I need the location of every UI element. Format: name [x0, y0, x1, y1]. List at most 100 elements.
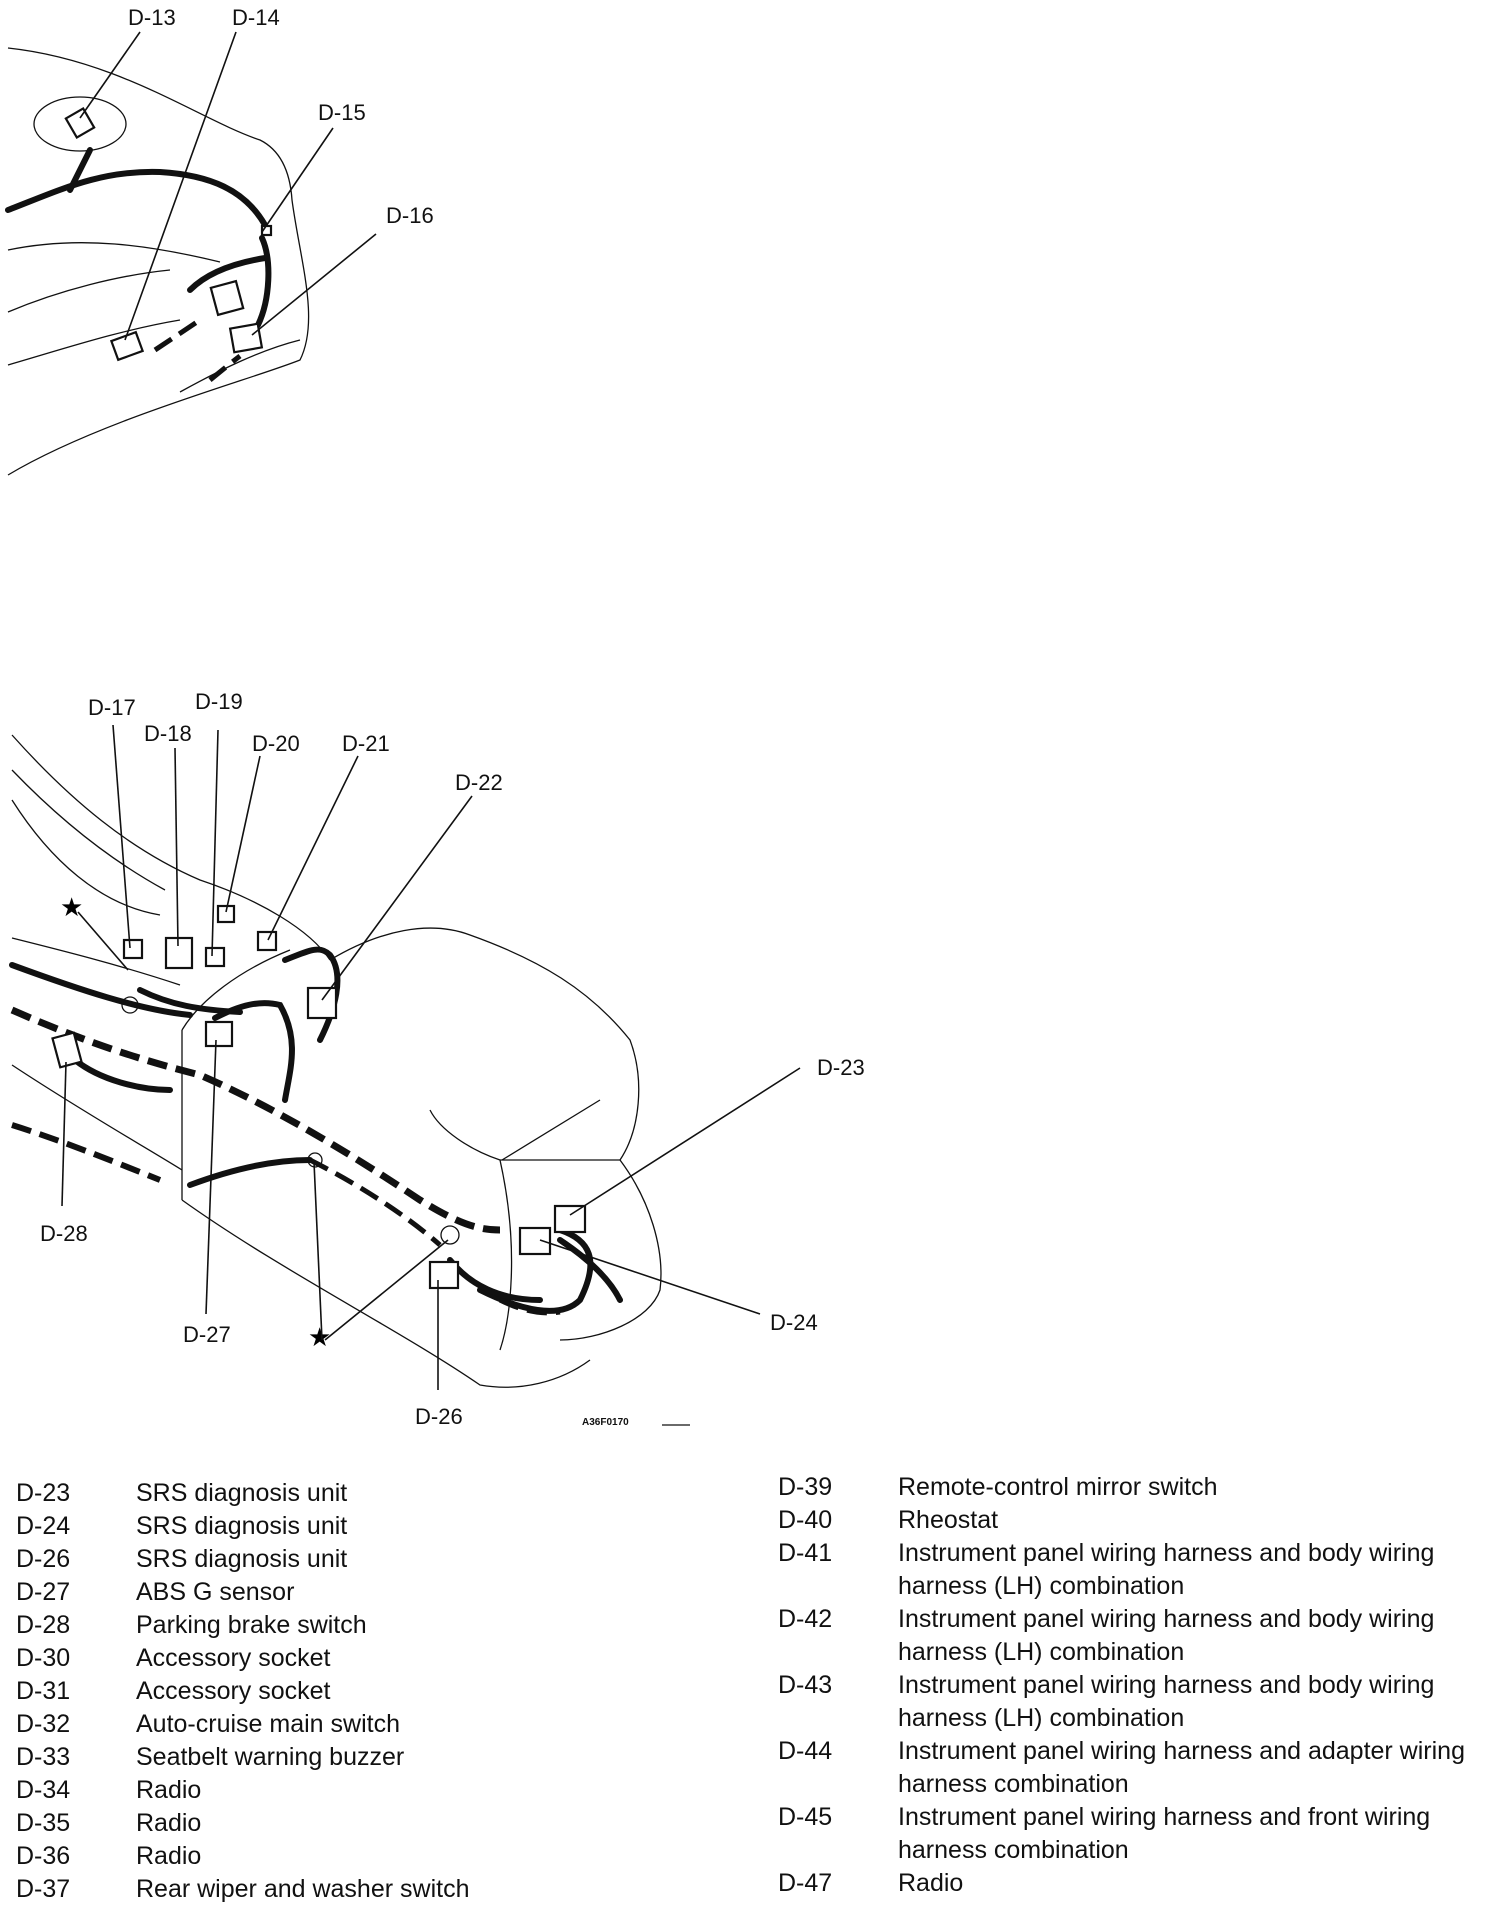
callout-d24: D-24 [770, 1310, 818, 1335]
star-marker-icon: ★ [308, 1323, 331, 1353]
legend-row: D-41 Instrument panel wiring harness and … [778, 1537, 1478, 1603]
connector-d19 [204, 946, 226, 968]
connector-d15 [209, 279, 245, 317]
legend-row: D-40 Rheostat [778, 1504, 1478, 1537]
legend-code: D-27 [16, 1578, 71, 1606]
star-marker-icon: ★ [60, 893, 83, 923]
callout-d15: D-15 [318, 100, 366, 125]
legend-desc: Remote-control mirror switch [898, 1473, 1218, 1501]
legend-desc: Radio [136, 1776, 202, 1804]
legend-row: D-37 Rear wiper and washer switch [16, 1873, 716, 1906]
legend-desc: Rear wiper and washer switch [136, 1875, 470, 1903]
legend-desc: Radio [898, 1869, 964, 1897]
connector-d14 [109, 330, 145, 362]
connector-d18 [164, 936, 194, 970]
legend-desc: Instrument panel wiring harness and body… [898, 1671, 1435, 1732]
legend-desc: Seatbelt warning buzzer [136, 1743, 405, 1771]
legend-desc: SRS diagnosis unit [136, 1512, 348, 1540]
legend-code: D-32 [16, 1710, 71, 1738]
legend-row: D-23 SRS diagnosis unit [16, 1477, 716, 1510]
legend-desc: SRS diagnosis unit [136, 1545, 348, 1573]
legend-code: D-33 [16, 1743, 71, 1771]
legend-desc: Rheostat [898, 1506, 999, 1534]
legend-desc: Instrument panel wiring harness and adap… [898, 1737, 1465, 1798]
legend-code: D-42 [778, 1605, 833, 1633]
callout-d22: D-22 [455, 770, 503, 795]
legend-row: D-32 Auto-cruise main switch [16, 1708, 716, 1741]
connector-d22 [306, 986, 338, 1020]
legend-row: D-39 Remote-control mirror switch [778, 1471, 1478, 1504]
legend-row: D-34 Radio [16, 1774, 716, 1807]
connector-d24 [518, 1226, 552, 1256]
connector-d17 [122, 938, 144, 960]
legend-code: D-44 [778, 1737, 833, 1765]
connector-d27 [204, 1020, 234, 1048]
legend-row: D-28 Parking brake switch [16, 1609, 716, 1642]
legend-row: D-26 SRS diagnosis unit [16, 1543, 716, 1576]
callout-d17: D-17 [88, 695, 136, 720]
legend-desc: Radio [136, 1809, 202, 1837]
legend-desc: Parking brake switch [136, 1611, 367, 1639]
legend-code: D-30 [16, 1644, 71, 1672]
callout-d16: D-16 [386, 203, 434, 228]
callout-d28: D-28 [40, 1221, 88, 1246]
callout-d13: D-13 [128, 5, 176, 30]
connector-d23 [553, 1204, 587, 1234]
legend-right: D-39 Remote-control mirror switch D-40 Rhe… [778, 1471, 1478, 1900]
legend-desc: ABS G sensor [136, 1578, 295, 1606]
legend-code: D-47 [778, 1869, 833, 1897]
legend-desc: Accessory socket [136, 1644, 331, 1672]
legend-desc: Accessory socket [136, 1677, 331, 1705]
callout-d26: D-26 [415, 1404, 463, 1429]
legend-code: D-39 [778, 1473, 833, 1501]
callout-d21: D-21 [342, 731, 390, 756]
legend-code: D-37 [16, 1875, 71, 1903]
legend-row: D-42 Instrument panel wiring harness and … [778, 1603, 1478, 1669]
legend-row: D-44 Instrument panel wiring harness and … [778, 1735, 1478, 1801]
legend-code: D-36 [16, 1842, 71, 1870]
legend-code: D-43 [778, 1671, 833, 1699]
legend-row: D-30 Accessory socket [16, 1642, 716, 1675]
legend-desc: Instrument panel wiring harness and body… [898, 1605, 1435, 1666]
callout-d27: D-27 [183, 1322, 231, 1347]
legend-row: D-27 ABS G sensor [16, 1576, 716, 1609]
callout-d19: D-19 [195, 689, 243, 714]
legend-desc: Radio [136, 1842, 202, 1870]
callout-d20: D-20 [252, 731, 300, 756]
legend-code: D-41 [778, 1539, 833, 1567]
legend-code: D-28 [16, 1611, 71, 1639]
legend-code: D-24 [16, 1512, 71, 1540]
callout-d14: D-14 [232, 5, 280, 30]
legend-row: D-45 Instrument panel wiring harness and … [778, 1801, 1478, 1867]
legend-row: D-36 Radio [16, 1840, 716, 1873]
legend-row: D-31 Accessory socket [16, 1675, 716, 1708]
center-console-view: ★ ★ D-17 D-18 D-19 D-20 D-21 D-22 D-23 D… [9, 689, 865, 1429]
legend-row: D-35 Radio [16, 1807, 716, 1840]
wiring-diagram: D-13 D-14 D-15 D-16 [5, 5, 865, 1429]
legend-desc: Instrument panel wiring harness and fron… [898, 1803, 1431, 1864]
legend-row: D-24 SRS diagnosis unit [16, 1510, 716, 1543]
legend-code: D-23 [16, 1479, 71, 1507]
legend-code: D-34 [16, 1776, 71, 1804]
connector-d26 [428, 1260, 460, 1290]
legend-code: D-40 [778, 1506, 833, 1534]
callout-d18: D-18 [144, 721, 192, 746]
connector-d21 [256, 930, 278, 952]
legend-desc: SRS diagnosis unit [136, 1479, 348, 1507]
connector-d20 [216, 904, 236, 924]
legend-row: D-43 Instrument panel wiring harness and … [778, 1669, 1478, 1735]
legend-code: D-35 [16, 1809, 71, 1837]
legend-code: D-31 [16, 1677, 71, 1705]
legend-code: D-26 [16, 1545, 71, 1573]
legend-row: D-33 Seatbelt warning buzzer [16, 1741, 716, 1774]
legend-desc: Instrument panel wiring harness and body… [898, 1539, 1435, 1600]
connector-d13 [64, 106, 96, 140]
connector-d16 [228, 322, 264, 354]
legend-code: D-45 [778, 1803, 833, 1831]
top-view-dashboard: D-13 D-14 D-15 D-16 [5, 5, 434, 476]
figure-code: A36F0170 [582, 1417, 629, 1428]
legend-row: D-47 Radio [778, 1867, 1478, 1900]
callout-d23: D-23 [817, 1055, 865, 1080]
legend-desc: Auto-cruise main switch [136, 1710, 400, 1738]
